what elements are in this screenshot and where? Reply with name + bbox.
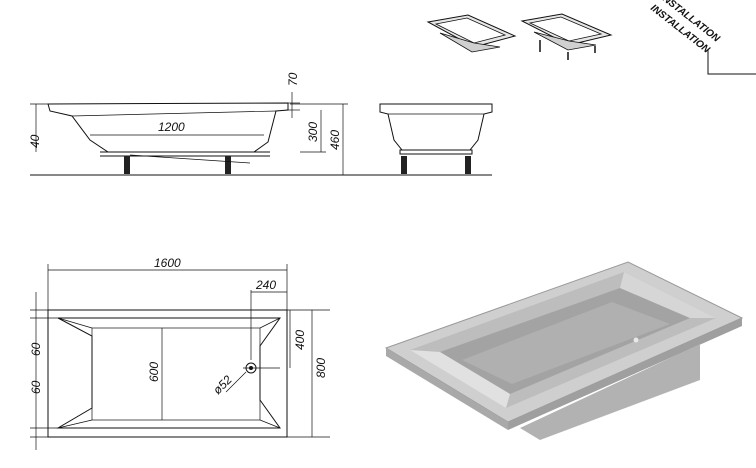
leg [124,156,130,174]
dim-rim-bottom: 60 [29,380,43,394]
plan-view: 1600 240 400 800 600 60 60 ø52 [29,256,330,450]
dim-height-total: 460 [328,130,342,150]
thumbnail-tub-with-legs[interactable] [520,13,613,60]
dim-outer-width: 800 [314,358,328,378]
leg [465,156,471,174]
thumbnail-tub-plain[interactable] [426,14,517,53]
leg [401,156,407,174]
tub-inner-bowl [56,317,281,429]
dim-plan-length: 1600 [154,256,181,270]
end-elevation-view [379,103,493,174]
dim-drain-diameter: ø52 [210,372,235,397]
tub-outline-outer [47,309,288,438]
dim-inner-width: 600 [147,362,161,382]
tub-end-profile [379,103,493,151]
dim-drain-offset: 240 [255,278,276,292]
tag-bracket [707,50,756,75]
dim-rim-top: 60 [29,342,43,356]
dim-side-height: 40 [28,134,42,148]
leg [225,156,231,174]
side-elevation-view: 1200 40 70 300 460 [28,72,492,176]
dim-tub-inner-length: 1200 [158,120,185,134]
installation-tag: INSTALLATION INSTALLATION [648,0,756,75]
dim-rim-offset: 70 [286,72,300,86]
tub-3d-render [384,261,744,440]
dim-drain-half: 400 [293,330,307,350]
dim-depth-inner: 300 [306,122,320,142]
